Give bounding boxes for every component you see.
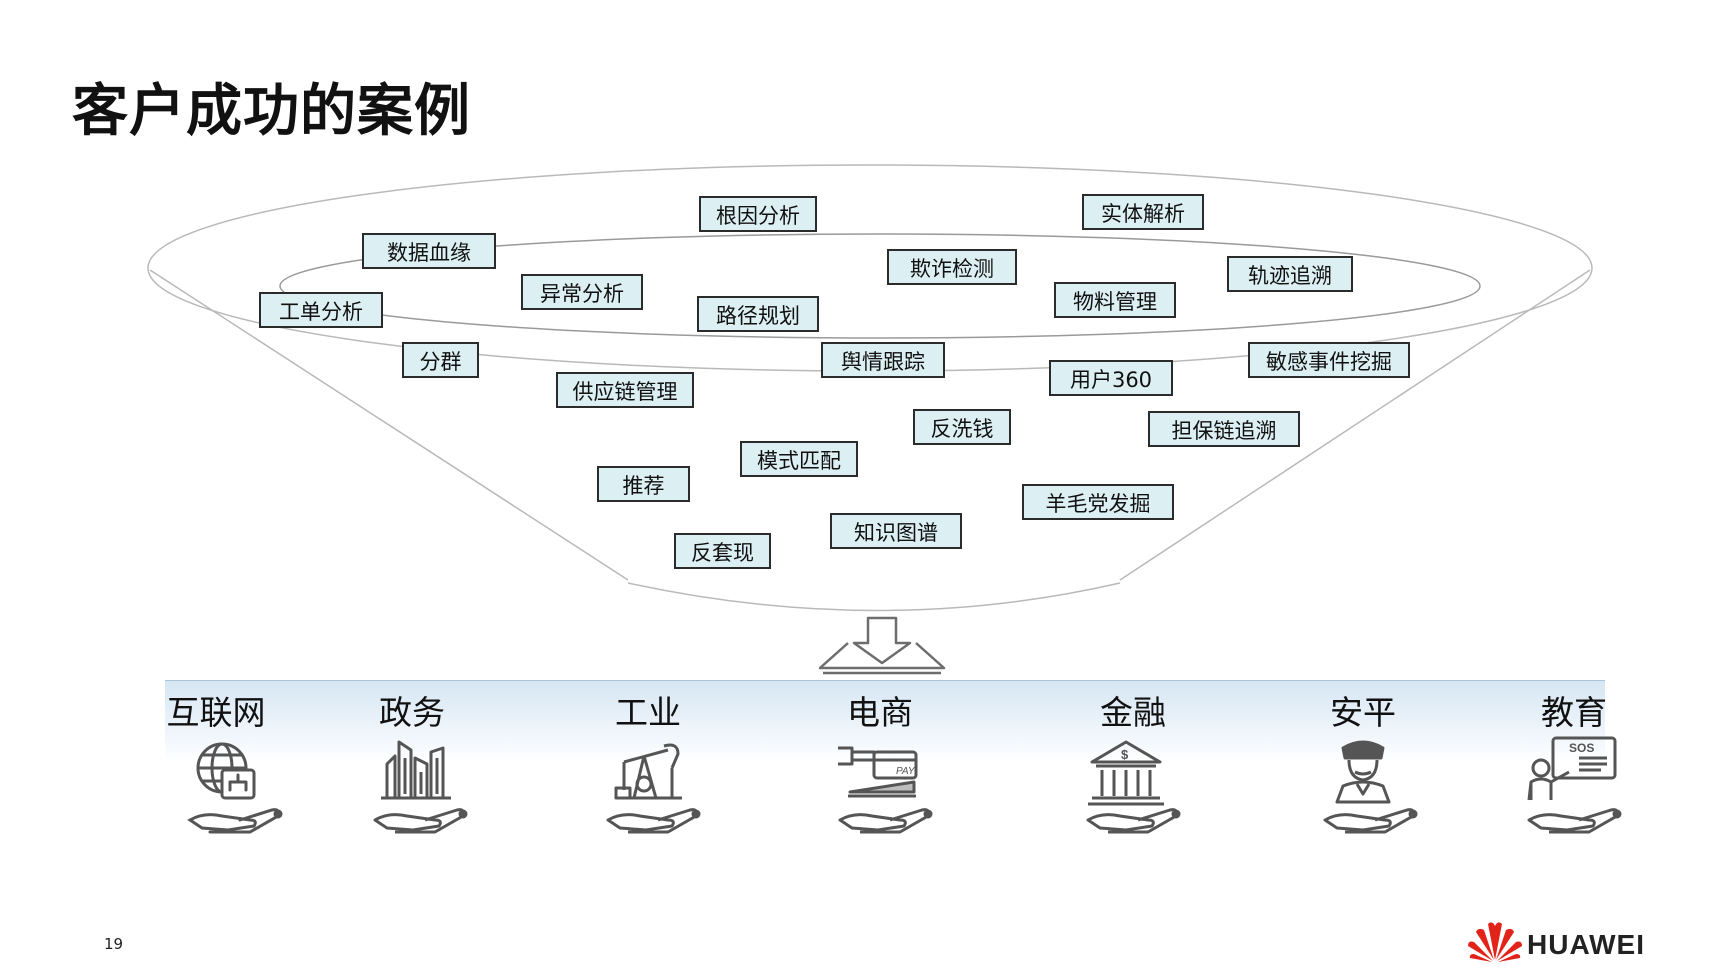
funnel-inner-ring xyxy=(279,233,1481,339)
funnel-tag: 反洗钱 xyxy=(913,409,1011,445)
funnel-tag: 分群 xyxy=(402,342,479,378)
bank-icon: $ xyxy=(1086,740,1181,834)
funnel-tag: 实体解析 xyxy=(1082,194,1204,230)
funnel-tag: 异常分析 xyxy=(521,274,643,310)
industry-label-finance: 金融 xyxy=(1100,693,1166,732)
funnel-tag: 担保链追溯 xyxy=(1148,411,1300,447)
funnel-tag: 路径规划 xyxy=(697,296,819,332)
page-number: 19 xyxy=(104,935,124,953)
funnel-right-side xyxy=(1119,269,1591,581)
funnel-left-side xyxy=(149,269,629,581)
funnel-tag: 根因分析 xyxy=(699,196,817,232)
svg-text:PAY: PAY xyxy=(896,766,916,777)
industry-label-education: 教育 xyxy=(1541,693,1607,732)
funnel-tag: 物料管理 xyxy=(1054,282,1176,318)
funnel-tag: 知识图谱 xyxy=(830,513,962,549)
funnel-tag: 反套现 xyxy=(674,533,771,569)
huawei-logo-icon xyxy=(1468,922,1522,962)
industry-label-public-safety: 安平 xyxy=(1330,693,1396,732)
industry-label-government: 政务 xyxy=(379,693,445,732)
industry-label-industry: 工业 xyxy=(615,693,681,732)
funnel-tag: 羊毛党发掘 xyxy=(1022,484,1174,520)
teacher-board-icon: SOS xyxy=(1527,736,1622,834)
page-title: 客户成功的案例 xyxy=(72,79,471,144)
funnel-tag: 轨迹追溯 xyxy=(1227,256,1353,292)
city-buildings-icon xyxy=(373,740,468,834)
download-arrow-icon xyxy=(818,616,946,675)
funnel-tag: 欺诈检测 xyxy=(887,249,1017,285)
brand-wordmark: HUAWEI xyxy=(1527,929,1645,960)
funnel-tag: 推荐 xyxy=(597,466,690,502)
oil-pump-icon xyxy=(606,743,701,834)
funnel-tag: 供应链管理 xyxy=(556,372,694,408)
industry-label-internet: 互联网 xyxy=(166,693,266,732)
police-officer-icon xyxy=(1323,740,1418,834)
svg-text:SOS: SOS xyxy=(1569,741,1594,755)
payment-card-icon: PAY xyxy=(838,746,933,834)
industry-label-ecommerce: 电商 xyxy=(847,693,913,732)
funnel-tag: 模式匹配 xyxy=(740,441,858,477)
funnel-tag: 敏感事件挖掘 xyxy=(1248,342,1410,378)
funnel-tag: 舆情跟踪 xyxy=(821,342,945,378)
funnel-bottom-curve xyxy=(627,582,1121,612)
funnel-tag: 工单分析 xyxy=(259,292,383,328)
globe-network-icon xyxy=(187,742,283,834)
funnel-tag: 数据血缘 xyxy=(362,233,496,269)
svg-text:$: $ xyxy=(1121,747,1129,762)
funnel-tag: 用户360 xyxy=(1049,360,1173,396)
